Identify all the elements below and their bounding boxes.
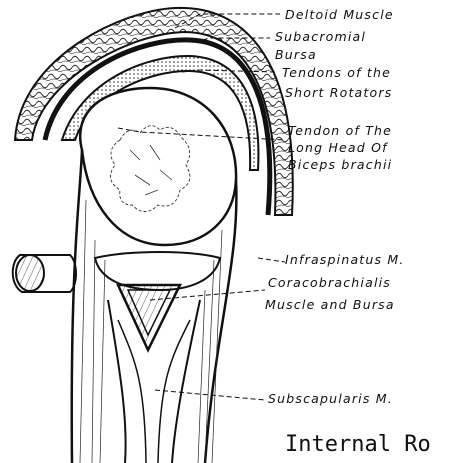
- label-subscapularis: Subscapularis M.: [268, 392, 393, 406]
- label-biceps-tendon-line1: Tendon of The: [288, 124, 392, 138]
- forearm-bone-shape: [13, 255, 76, 292]
- label-deltoid-muscle: Deltoid Muscle: [285, 8, 394, 22]
- label-coracobrachialis-line2: Muscle and Bursa: [265, 298, 395, 312]
- label-subacromial-bursa-line2: Bursa: [275, 48, 317, 62]
- label-subacromial-bursa-line1: Subacromial: [275, 30, 366, 44]
- label-biceps-tendon-line2: Long Head Of: [288, 141, 388, 155]
- label-coracobrachialis-line1: Coracobrachialis: [268, 276, 391, 290]
- label-infraspinatus: Infraspinatus M.: [285, 253, 405, 267]
- humeral-head-shape: [80, 88, 236, 245]
- caption-internal-rotation: Internal Ro: [285, 432, 431, 457]
- label-tendons-short-rotators-line2: Short Rotators: [285, 86, 392, 100]
- label-biceps-tendon-line3: Biceps brachii: [288, 158, 392, 172]
- label-tendons-short-rotators-line1: Tendons of the: [282, 66, 391, 80]
